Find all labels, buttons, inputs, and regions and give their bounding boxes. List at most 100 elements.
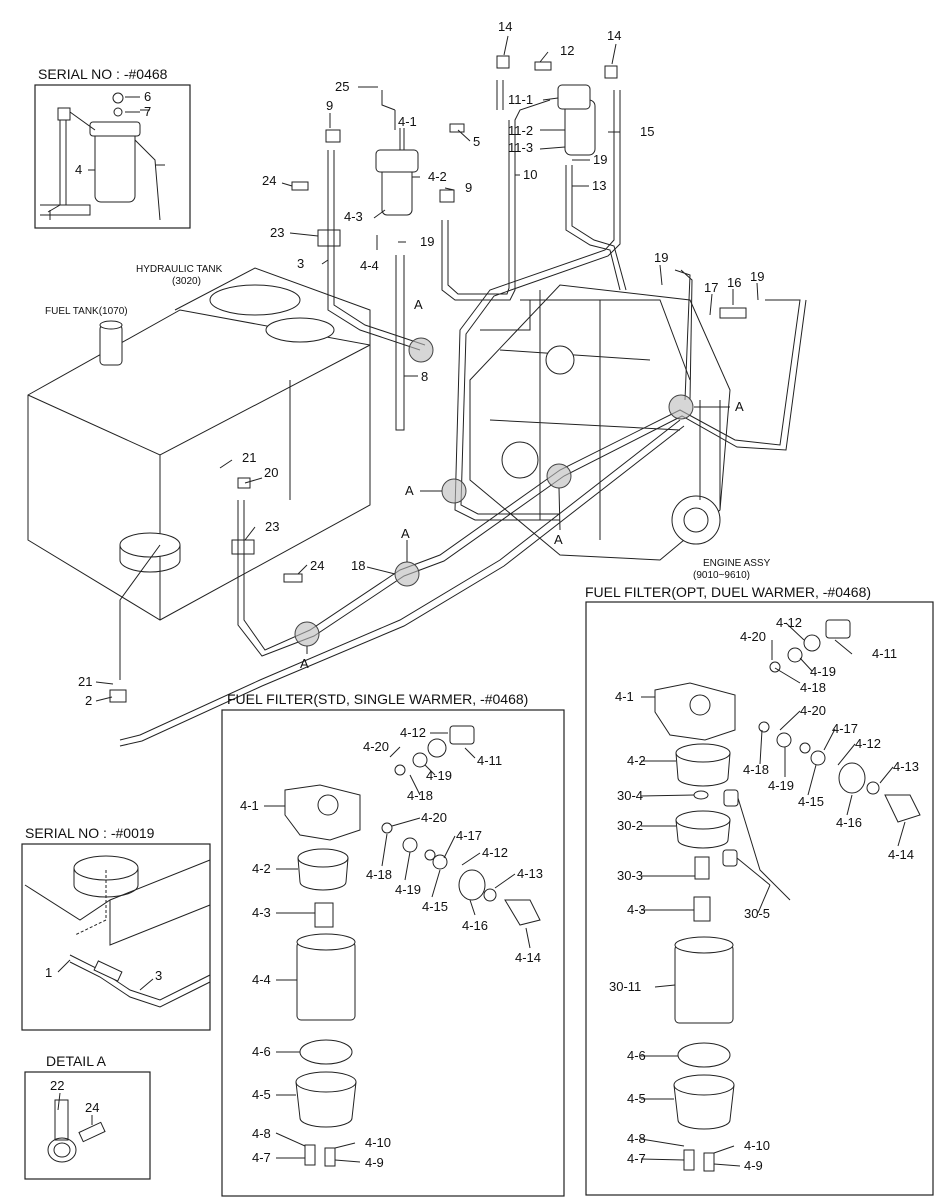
callout-1: 1 (45, 965, 52, 980)
callout-23: 23 (270, 225, 284, 240)
opt-callout-4-8: 4-8 (627, 1131, 646, 1146)
std-callout-4-13: 4-13 (517, 866, 543, 881)
inset-detail-a-title: DETAIL A (46, 1053, 107, 1069)
callout-6: 6 (144, 89, 151, 104)
fuel-hoses (119, 80, 807, 747)
callout-5: 5 (473, 134, 480, 149)
component-labels: HYDRAULIC TANK (3020) FUEL TANK(1070) EN… (45, 264, 771, 581)
inset-detail-a: DETAIL A (24, 1053, 151, 1180)
opt-callout-4-13: 4-13 (893, 759, 919, 774)
callout-a: A (414, 297, 423, 312)
std-callout-4-8: 4-8 (252, 1126, 271, 1141)
callout-a: A (554, 532, 563, 547)
std-callout-4-19: 4-19 (395, 882, 421, 897)
callout-11-1: 11-1 (508, 92, 533, 107)
std-callout-4-20: 4-20 (421, 810, 447, 825)
hydraulic-tank-code: (3020) (172, 276, 201, 287)
std-callout-4-17: 4-17 (456, 828, 482, 843)
callout-14: 14 (607, 28, 621, 43)
callout-4-4: 4-4 (360, 258, 379, 273)
callout-a: A (401, 526, 410, 541)
fuel-tank-label: FUEL TANK(1070) (45, 306, 128, 317)
std-callout-4-19: 4-19 (426, 768, 452, 783)
callout-9: 9 (326, 98, 333, 113)
callout-15: 15 (640, 124, 654, 139)
fuel-tank-assembly (27, 267, 371, 680)
callout-25: 25 (335, 79, 349, 94)
engine-assy-label: ENGINE ASSY (703, 558, 771, 569)
opt-callout-4-12: 4-12 (855, 736, 881, 751)
std-callout-4-4: 4-4 (252, 972, 271, 987)
opt-callout-4-17: 4-17 (832, 721, 858, 736)
opt-callout-4-1: 4-1 (615, 689, 634, 704)
callout-19: 19 (420, 234, 434, 249)
std-callout-4-14: 4-14 (515, 950, 541, 965)
std-callout-4-15: 4-15 (422, 899, 448, 914)
callout-17: 17 (704, 280, 718, 295)
opt-callout-4-10: 4-10 (744, 1138, 770, 1153)
std-callout-4-10: 4-10 (365, 1135, 391, 1150)
callout-3: 3 (297, 256, 304, 271)
opt-callout-4-3: 4-3 (627, 902, 646, 917)
opt-callout-30-5: 30-5 (744, 906, 770, 921)
opt-callout-4-20: 4-20 (800, 703, 826, 718)
callout-9: 9 (465, 180, 472, 195)
opt-callout-30-3: 30-3 (617, 868, 643, 883)
std-callout-4-5: 4-5 (252, 1087, 271, 1102)
engine-assy-code: (9010~9610) (693, 570, 750, 581)
std-callout-4-18: 4-18 (366, 867, 392, 882)
opt-callout-4-2: 4-2 (627, 753, 646, 768)
callout-a: A (300, 656, 309, 671)
opt-callout-4-19: 4-19 (810, 664, 836, 679)
callout-2: 2 (85, 693, 92, 708)
opt-callout-4-9: 4-9 (744, 1158, 763, 1173)
inset-serial-0468: SERIAL NO : -#0468 (34, 66, 191, 229)
callouts-std: 4-12 4-20 4-11 4-19 4-18 4-1 4-20 4-17 4… (240, 725, 543, 1170)
callout-21: 21 (242, 450, 256, 465)
callout-4-3: 4-3 (344, 209, 363, 224)
opt-callout-4-14: 4-14 (888, 847, 914, 862)
leader-lines (57, 35, 906, 1167)
callout-4-1: 4-1 (398, 114, 417, 129)
std-callout-4-9: 4-9 (365, 1155, 384, 1170)
opt-callout-4-12: 4-12 (776, 615, 802, 630)
main-filter-parts (109, 55, 747, 703)
opt-callout-4-20: 4-20 (740, 629, 766, 644)
std-callout-4-2: 4-2 (252, 861, 271, 876)
callout-11-2: 11-2 (508, 123, 533, 138)
callout-21: 21 (78, 674, 92, 689)
callout-19: 19 (593, 152, 607, 167)
panel-std-filter: FUEL FILTER(STD, SINGLE WARMER, -#0468) (221, 691, 565, 1197)
callout-8: 8 (421, 369, 428, 384)
callout-14: 14 (498, 19, 512, 34)
callout-12: 12 (560, 43, 574, 58)
opt-callout-4-5: 4-5 (627, 1091, 646, 1106)
opt-callout-4-19: 4-19 (768, 778, 794, 793)
opt-callout-4-6: 4-6 (627, 1048, 646, 1063)
inset-serial-0468-title: SERIAL NO : -#0468 (38, 66, 168, 82)
std-callout-4-1: 4-1 (240, 798, 259, 813)
inset-serial-0019: SERIAL NO : -#0019 (21, 825, 211, 1031)
callout-10: 10 (523, 167, 537, 182)
callout-23: 23 (265, 519, 279, 534)
callout-19: 19 (750, 269, 764, 284)
callout-4-2: 4-2 (428, 169, 447, 184)
opt-callout-4-18: 4-18 (743, 762, 769, 777)
opt-callout-4-16: 4-16 (836, 815, 862, 830)
std-callout-4-20: 4-20 (363, 739, 389, 754)
std-callout-4-7: 4-7 (252, 1150, 271, 1165)
panel-opt-filter: FUEL FILTER(OPT, DUEL WARMER, -#0468) (585, 584, 934, 1196)
opt-callout-4-7: 4-7 (627, 1151, 646, 1166)
engine-assembly (469, 284, 731, 561)
callouts-opt: 4-12 4-20 4-11 4-19 4-18 4-1 4-20 4-17 4… (609, 615, 919, 1173)
callout-24: 24 (262, 173, 276, 188)
std-callout-4-11: 4-11 (477, 753, 502, 768)
section-markers (294, 337, 694, 647)
opt-callout-30-2: 30-2 (617, 818, 643, 833)
callout-13: 13 (592, 178, 606, 193)
opt-callout-30-4: 30-4 (617, 788, 643, 803)
opt-filter-title: FUEL FILTER(OPT, DUEL WARMER, -#0468) (585, 584, 871, 600)
opt-callout-4-15: 4-15 (798, 794, 824, 809)
std-callout-4-12: 4-12 (482, 845, 508, 860)
